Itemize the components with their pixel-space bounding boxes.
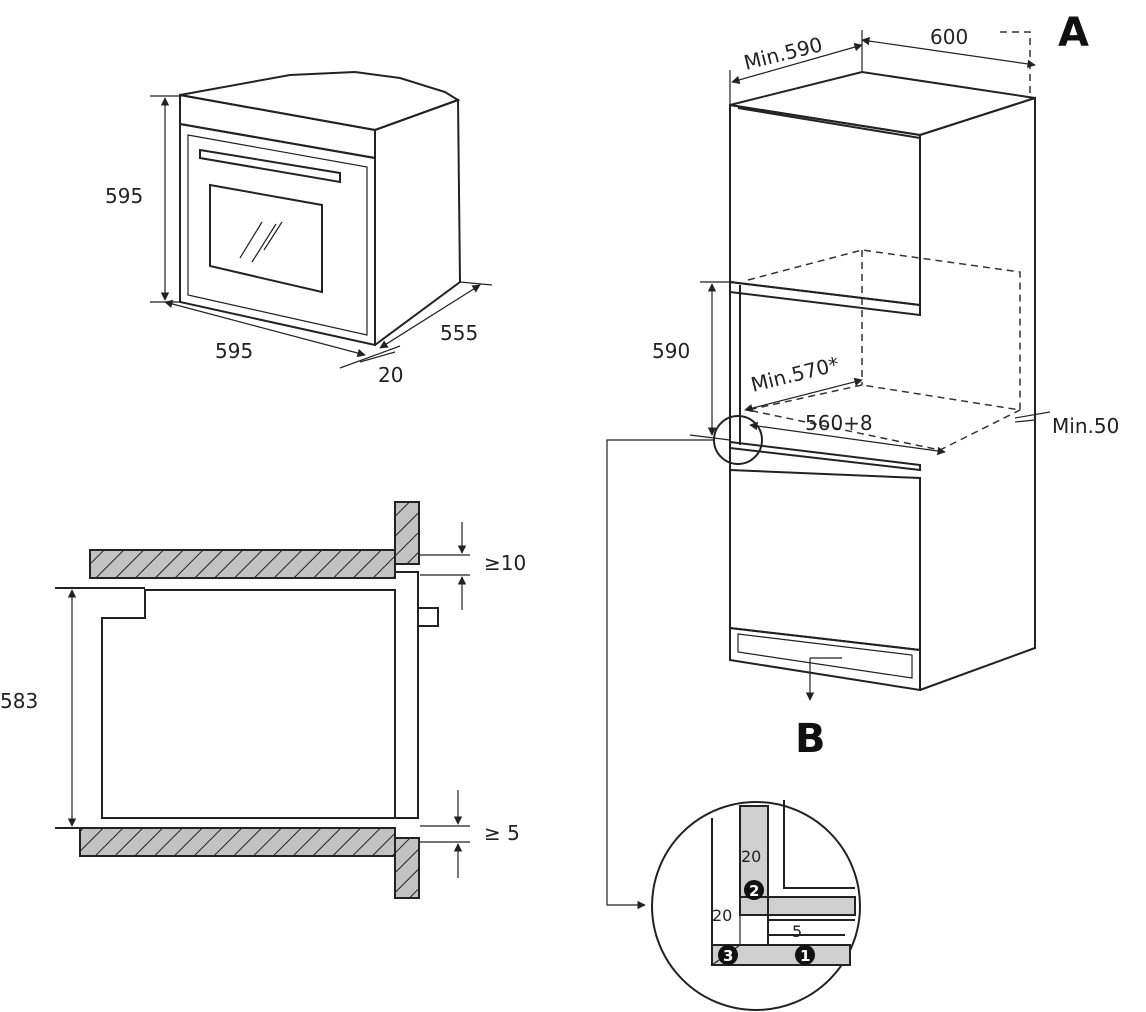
marker-1: 1: [800, 947, 810, 965]
oven-top: [179, 70, 461, 132]
bottom-gap-label: ≥ 5: [484, 821, 520, 845]
oven-perspective: 595 595 555 20: [105, 70, 493, 387]
marker-2: 2: [749, 882, 759, 900]
cabinet-plinth: [729, 626, 921, 692]
label-b: B: [795, 716, 826, 762]
cabinet-top: [729, 70, 1036, 137]
marker-3-icon: [718, 945, 738, 965]
oven-handle-section: [417, 607, 439, 627]
label-a: A: [1058, 10, 1089, 56]
oven-front-panel: [395, 571, 419, 819]
oven-control-panel: [179, 93, 376, 160]
min-depth-label: Min.570*: [748, 352, 841, 397]
detail-circle: [651, 801, 861, 1011]
oven-depth-label: 555: [440, 321, 478, 345]
detail-top-dim: 20: [741, 847, 761, 866]
detail-left-dim: 20: [712, 906, 732, 925]
marker-2-icon: [744, 880, 764, 900]
detail-view: 20 20 5 2 3 1: [651, 800, 861, 1011]
bottom-shelf: [79, 827, 396, 857]
oven-height-label: 595: [105, 184, 143, 208]
oven-width-label: 595: [215, 339, 253, 363]
front-upright-top: [394, 501, 420, 565]
side-section-view: 583 ≥10 ≥ 5: [0, 501, 526, 899]
top-shelf: [89, 549, 396, 579]
cabinet-upper-door: [729, 103, 921, 307]
cabinet-lower-door: [729, 468, 921, 652]
oven-side: [374, 98, 462, 346]
cabinet-perspective: A Min.590 600 590 Min.570* 560+8 Min.50 …: [606, 10, 1119, 910]
rear-gap-label: Min.50: [1052, 414, 1119, 438]
side-height-label: 583: [0, 689, 38, 713]
oven-body-section: [101, 589, 396, 819]
depth-label: 600: [930, 25, 968, 49]
niche-width-label: 560+8: [805, 411, 873, 435]
oven-panel-label: 20: [378, 363, 403, 387]
niche-height-label: 590: [652, 339, 690, 363]
oven-window: [209, 183, 323, 294]
detail-bottom-dim: 5: [792, 922, 802, 941]
min-width-label: Min.590: [741, 32, 824, 75]
cabinet-side: [919, 96, 1036, 691]
marker-3: 3: [723, 947, 733, 965]
marker-1-icon: [795, 945, 815, 965]
oven-handle: [199, 148, 341, 184]
front-upright-bottom: [394, 837, 420, 899]
top-gap-label: ≥10: [484, 551, 526, 575]
detail-callout-circle: [713, 415, 763, 465]
